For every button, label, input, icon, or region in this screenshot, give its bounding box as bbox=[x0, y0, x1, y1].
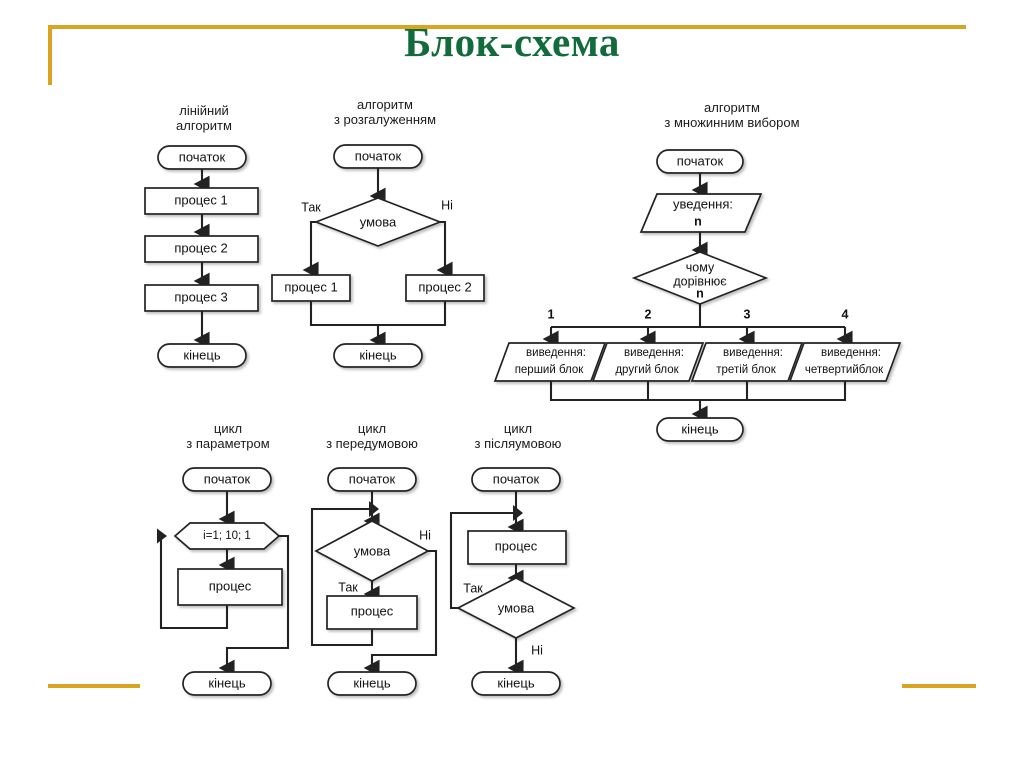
diagram-multichoice: початок уведення: n чому дорівнює n 1 2 … bbox=[493, 149, 902, 442]
loop-back-line bbox=[449, 511, 516, 610]
start-label: початок bbox=[349, 471, 396, 486]
process-1-box[interactable] bbox=[144, 187, 259, 215]
end-terminator[interactable] bbox=[471, 671, 561, 696]
diagram-linear: початок процес 1 процес 2 процес 3 кінец… bbox=[144, 145, 259, 368]
loop-back-line bbox=[310, 507, 374, 647]
output-1-parallelogram[interactable] bbox=[493, 342, 607, 382]
output-4-parallelogram[interactable] bbox=[788, 342, 902, 382]
end-label: кінець bbox=[681, 421, 718, 436]
process-1-box[interactable] bbox=[271, 274, 351, 302]
process-2-box[interactable] bbox=[405, 274, 485, 302]
process-2-label: процес 2 bbox=[418, 279, 471, 294]
condition-label: умова bbox=[354, 543, 391, 558]
bottom-right-gold-rule bbox=[902, 684, 976, 688]
start-label: початок bbox=[204, 471, 251, 486]
diagram-while-loop: початок умова Ні Так процес кінець bbox=[310, 467, 438, 696]
branch-no-label: Ні bbox=[531, 643, 543, 657]
diagram-branching: початок умова Так Ні процес 1 процес 2 к… bbox=[271, 144, 485, 368]
end-label: кінець bbox=[497, 675, 534, 690]
left-gold-rule bbox=[48, 25, 52, 85]
process-box[interactable] bbox=[177, 568, 283, 606]
output-3-parallelogram[interactable] bbox=[690, 342, 804, 382]
switch-variable-label: n bbox=[696, 286, 704, 300]
caption-multichoice: алгоритм з множинним вибором bbox=[664, 100, 800, 130]
output-1-label: виведення: bbox=[526, 347, 586, 359]
top-gold-rule bbox=[48, 25, 966, 29]
caption-branching: алгоритм з розгалуженням bbox=[333, 97, 437, 127]
end-terminator[interactable] bbox=[327, 671, 417, 696]
process-2-box[interactable] bbox=[144, 235, 259, 263]
loop-exit-line bbox=[363, 549, 438, 677]
start-label: початок bbox=[677, 153, 724, 168]
process-2-label: процес 2 bbox=[174, 240, 227, 255]
loop-back-arrowhead bbox=[157, 528, 167, 544]
loop-params-label: i=1; 10; 1 bbox=[203, 530, 251, 542]
output-1-value: перший блок bbox=[515, 364, 585, 376]
end-terminator[interactable] bbox=[157, 343, 247, 368]
caption-linear: лінійний алгоритм bbox=[176, 103, 232, 133]
output-2-label: виведення: bbox=[624, 347, 684, 359]
output-2-value: другий блок bbox=[615, 364, 679, 376]
process-1-label: процес 1 bbox=[174, 192, 227, 207]
condition-label: умова bbox=[498, 600, 535, 615]
page-title: Блок-схема bbox=[404, 19, 620, 65]
merge-line bbox=[309, 301, 447, 327]
end-terminator[interactable] bbox=[333, 343, 423, 368]
condition-diamond[interactable] bbox=[313, 197, 443, 247]
case-3-label: 3 bbox=[744, 307, 751, 321]
end-label: кінець bbox=[183, 347, 220, 362]
start-label: початок bbox=[179, 149, 226, 164]
output-3-value: третій блок bbox=[716, 364, 776, 376]
merge-bus bbox=[549, 381, 847, 402]
output-2-parallelogram[interactable] bbox=[591, 342, 705, 382]
output-4-value: четвертийблок bbox=[805, 364, 884, 376]
branch-yes-label: Так bbox=[301, 200, 321, 214]
diagram-for-loop: початок i=1; 10; 1 процес кінець bbox=[157, 467, 290, 696]
end-label: кінець bbox=[208, 675, 245, 690]
caption-do-while: цикл з післяумовою bbox=[474, 421, 562, 451]
start-label: початок bbox=[355, 148, 402, 163]
switch-label-line1: чому bbox=[686, 260, 715, 274]
process-label: процес bbox=[209, 578, 252, 593]
switch-label-line2: дорівнює bbox=[673, 274, 727, 288]
loop-hexagon[interactable] bbox=[173, 522, 281, 550]
input-variable-label: n bbox=[694, 214, 702, 228]
diagram-do-while-loop: початок процес умова Так Ні кінець bbox=[449, 467, 576, 696]
no-branch-line bbox=[436, 220, 453, 279]
process-1-label: процес 1 bbox=[284, 279, 337, 294]
process-label: процес bbox=[495, 538, 538, 553]
bottom-left-gold-rule bbox=[48, 684, 140, 688]
case-2-label: 2 bbox=[645, 307, 652, 321]
input-label: уведення: bbox=[673, 196, 733, 211]
loop-exit-line bbox=[218, 534, 290, 677]
loop-back-line bbox=[159, 536, 229, 630]
yes-branch-line bbox=[302, 220, 319, 279]
branch-no-label: Ні bbox=[419, 528, 431, 542]
end-label: кінець bbox=[359, 347, 396, 362]
end-label: кінець bbox=[353, 675, 390, 690]
merge-stems bbox=[646, 381, 749, 400]
case-4-label: 4 bbox=[842, 307, 849, 321]
branch-yes-label: Так bbox=[338, 580, 358, 594]
caption-for-loop: цикл з параметром bbox=[186, 421, 270, 451]
output-4-label: виведення: bbox=[821, 347, 881, 359]
start-label: початок bbox=[493, 471, 540, 486]
condition-label: умова bbox=[360, 214, 397, 229]
input-parallelogram[interactable] bbox=[639, 193, 763, 233]
process-label: процес bbox=[351, 603, 394, 618]
loop-back-arrowhead bbox=[513, 505, 523, 521]
branch-no-label: Ні bbox=[441, 198, 453, 212]
caption-while-loop: цикл з передумовою bbox=[326, 421, 418, 451]
process-3-label: процес 3 bbox=[174, 289, 227, 304]
case-1-label: 1 bbox=[548, 307, 555, 321]
loop-back-arrowhead bbox=[369, 501, 379, 517]
output-3-label: виведення: bbox=[723, 347, 783, 359]
branch-yes-label: Так bbox=[463, 581, 483, 595]
end-terminator[interactable] bbox=[656, 417, 744, 442]
end-terminator[interactable] bbox=[182, 671, 272, 696]
